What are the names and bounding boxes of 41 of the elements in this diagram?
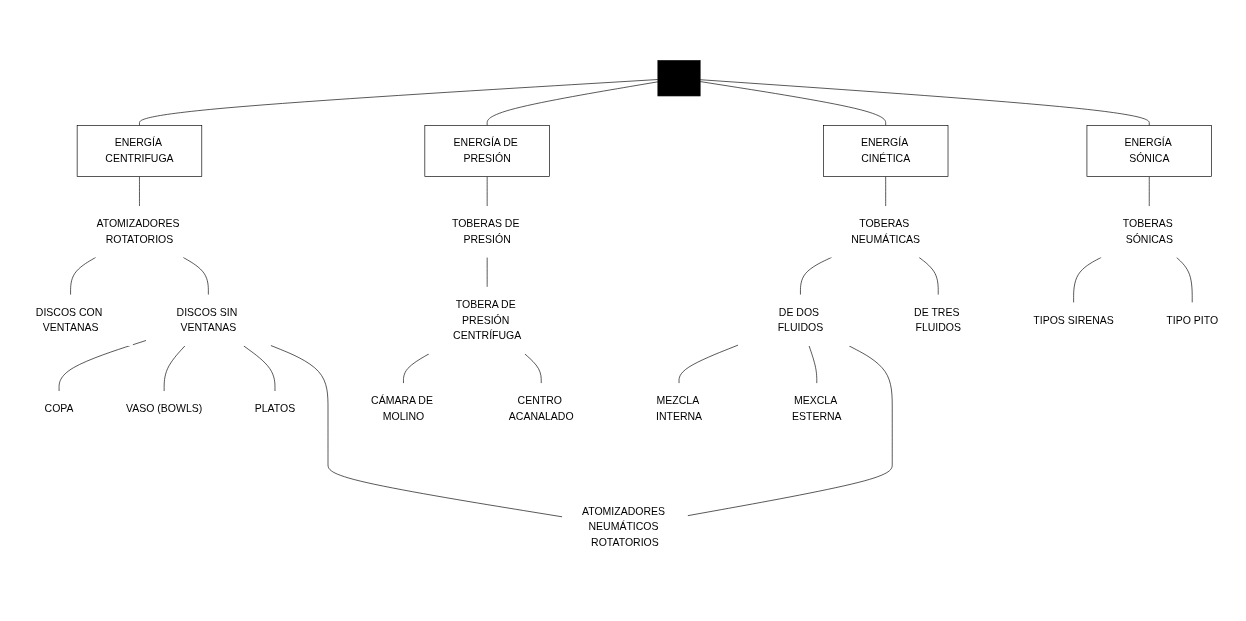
connector (800, 257, 832, 296)
node-text: COPA (44, 403, 74, 415)
connector (139, 79, 659, 126)
node-box: ENERGÍA SÓNICA (1086, 125, 1212, 177)
connector (243, 345, 276, 392)
connector (885, 176, 886, 207)
connector (687, 345, 893, 517)
connector (699, 81, 886, 126)
node-text: TOBERAS SÓNICAS (1122, 217, 1173, 245)
connector (58, 340, 147, 392)
node-text: VASO (BOWLS) (126, 403, 203, 415)
connector (182, 257, 209, 296)
connector (70, 257, 97, 296)
node-text: DISCOS CON VENTANAS (35, 306, 103, 334)
connector (486, 81, 659, 126)
node-text: MEXCLA ESTERNA (792, 395, 842, 423)
node-text: DE DOS FLUIDOS (777, 306, 824, 334)
node-text: ATOMIZADORES NEUMÁTICOS ROTATORIOS (581, 505, 665, 548)
connector (1148, 176, 1150, 207)
connector (139, 176, 140, 207)
node-text: DISCOS SIN VENTANAS (176, 306, 238, 334)
node-box: ENERGÍA CENTRIFUGA (76, 125, 203, 177)
connector (486, 176, 488, 207)
node-text: TIPOS SIRENAS (1033, 314, 1114, 326)
node-text: MEZCLA INTERNA (655, 395, 703, 423)
node-bar (657, 60, 701, 97)
node-text: CENTRO ACANALADO (508, 395, 574, 423)
node-text: TOBERA DE PRESIÓN CENTRÍFUGA (453, 298, 522, 342)
node-box: ENERGÍA DE PRESIÓN (424, 125, 550, 177)
node-text: CÁMARA DE MOLINO (371, 395, 433, 423)
node-text: TOBERAS DE PRESIÓN (451, 217, 520, 245)
node-text: DE TRES FLUIDOS (914, 306, 961, 334)
node-text: ATOMIZADORES ROTATORIOS (96, 217, 180, 245)
connector (270, 345, 563, 518)
node-text: TIPO PITO (1166, 314, 1219, 326)
connector (918, 257, 939, 296)
connector (699, 79, 1150, 126)
node-text: TOBERAS NEUMÁTICAS (851, 217, 921, 245)
node-text: PLATOS (254, 403, 296, 415)
node-box: ENERGÍA CINÉTICA (823, 125, 949, 177)
connector (163, 345, 186, 392)
